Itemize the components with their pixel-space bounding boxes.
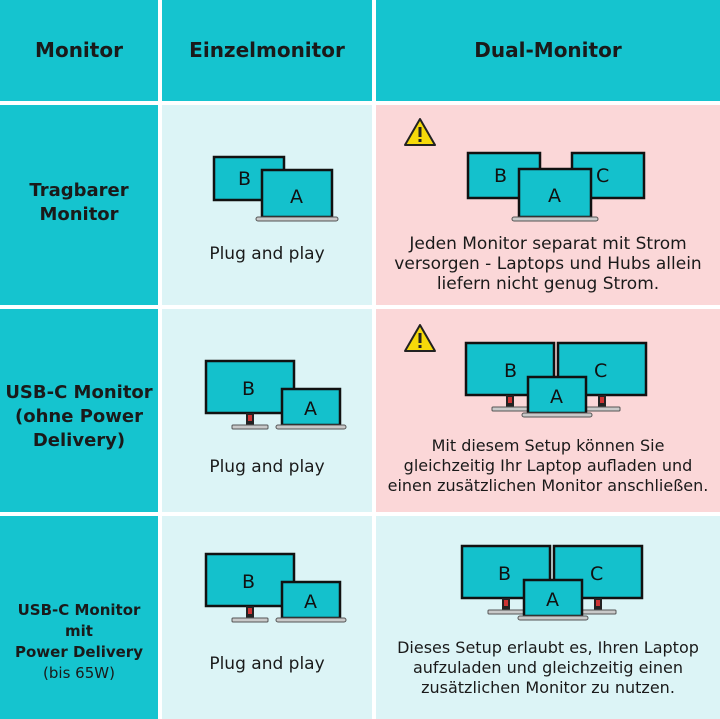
row1-dual-illustration: B C A — [466, 151, 646, 222]
row2-dual-cell: B C A Mit diesem Setup können Sie gleich… — [376, 309, 720, 512]
warning-triangle-icon — [404, 118, 436, 146]
screen-label-c: C — [590, 563, 603, 585]
row1-dual-caption-line2: versorgen - Laptops und Hubs allein — [394, 254, 702, 274]
screen-label-b: B — [504, 360, 517, 382]
row3-label-line1: USB-C Monitor mit — [17, 601, 141, 640]
row2-single-caption: Plug and play — [209, 457, 325, 477]
row3-dual-caption: Dieses Setup erlaubt es, Ihren Laptop au… — [376, 638, 720, 698]
row2-label-cell: USB-C Monitor (ohne Power Delivery) — [0, 309, 158, 512]
row3-dual-cell: B C A Dieses Setup erlaubt es, Ihren Lap… — [376, 516, 720, 719]
row2-label-line1: USB-C Monitor — [5, 382, 153, 403]
header-einzelmonitor: Einzelmonitor — [189, 38, 345, 62]
screen-label-c: C — [594, 360, 607, 382]
row3-single-cell: B A Plug and play — [162, 516, 372, 719]
row1-label-line2: Monitor — [39, 204, 119, 225]
laptop-a: A — [275, 580, 347, 623]
row1-dual-caption: Jeden Monitor separat mit Strom versorge… — [376, 234, 720, 294]
row3-dual-caption-line3: zusätzlichen Monitor zu nutzen. — [421, 678, 675, 697]
screen-label-a: A — [550, 386, 563, 408]
row3-single-caption: Plug and play — [209, 654, 325, 674]
row2-single-cell: B A Plug and play — [162, 309, 372, 512]
laptop-a: A — [255, 168, 339, 222]
screen-label-b: B — [494, 165, 507, 187]
screen-label-a: A — [304, 591, 317, 613]
row1-label-line1: Tragbarer — [29, 180, 129, 201]
desktop-monitor-b: B — [204, 359, 296, 430]
screen-label-b: B — [498, 563, 511, 585]
row2-label-line2: (ohne Power — [15, 406, 143, 427]
screen-label-a: A — [304, 398, 317, 420]
header-dual-cell: Dual-Monitor — [376, 0, 720, 101]
desktop-monitor-b: B — [204, 552, 296, 623]
row3-dual-caption-line2: aufzuladen und gleichzeitig einen — [412, 658, 683, 677]
row2-dual-caption: Mit diesem Setup können Sie gleichzeitig… — [376, 436, 720, 496]
row1-single-caption: Plug and play — [209, 244, 325, 264]
row3-dual-illustration: B C A — [460, 544, 644, 621]
laptop-a: A — [511, 167, 599, 222]
row2-dual-illustration: B C A — [464, 341, 648, 418]
row1-dual-caption-line1: Jeden Monitor separat mit Strom — [409, 234, 687, 254]
header-monitor-cell: Monitor — [0, 0, 158, 101]
header-single-cell: Einzelmonitor — [162, 0, 372, 101]
header-dual-monitor: Dual-Monitor — [474, 38, 622, 62]
row2-label-line3: Delivery) — [32, 430, 126, 451]
screen-label-c: C — [596, 165, 609, 187]
row3-label-line2: Power Delivery — [15, 643, 143, 661]
screen-label-b: B — [242, 571, 255, 593]
row3-dual-caption-line1: Dieses Setup erlaubt es, Ihren Laptop — [397, 638, 699, 657]
header-monitor: Monitor — [35, 38, 123, 62]
row1-dual-cell: B C A Jeden Monitor separat mit Strom ve… — [376, 105, 720, 305]
row3-label: USB-C Monitor mit Power Delivery (bis 65… — [4, 600, 154, 684]
row1-label-cell: Tragbarer Monitor — [0, 105, 158, 305]
laptop-a: A — [521, 375, 593, 418]
row2-label: USB-C Monitor (ohne Power Delivery) — [4, 381, 154, 453]
laptop-a: A — [517, 578, 589, 621]
row2-dual-caption-line1: Mit diesem Setup können Sie — [431, 436, 665, 455]
row1-dual-caption-line3: liefern nicht genug Strom. — [436, 274, 660, 294]
row2-dual-caption-line3: einen zusätzlichen Monitor anschließen. — [387, 476, 709, 495]
row1-single-illustration: B A — [212, 155, 339, 222]
row1-single-cell: B A Plug and play — [162, 105, 372, 305]
screen-label-b: B — [242, 378, 255, 400]
row3-label-cell: USB-C Monitor mit Power Delivery (bis 65… — [0, 516, 158, 719]
screen-label-a: A — [548, 185, 561, 207]
row2-single-illustration: B A — [204, 359, 347, 430]
laptop-a: A — [275, 387, 347, 430]
row3-label-line3: (bis 65W) — [43, 664, 115, 682]
warning-triangle-icon — [404, 324, 436, 352]
screen-label-a: A — [546, 589, 559, 611]
row2-dual-caption-line2: gleichzeitig Ihr Laptop aufladen und — [403, 456, 693, 475]
screen-label-b: B — [238, 168, 251, 190]
row3-single-illustration: B A — [204, 552, 347, 623]
screen-label-a: A — [290, 186, 303, 208]
row1-label: Tragbarer Monitor — [4, 179, 154, 227]
